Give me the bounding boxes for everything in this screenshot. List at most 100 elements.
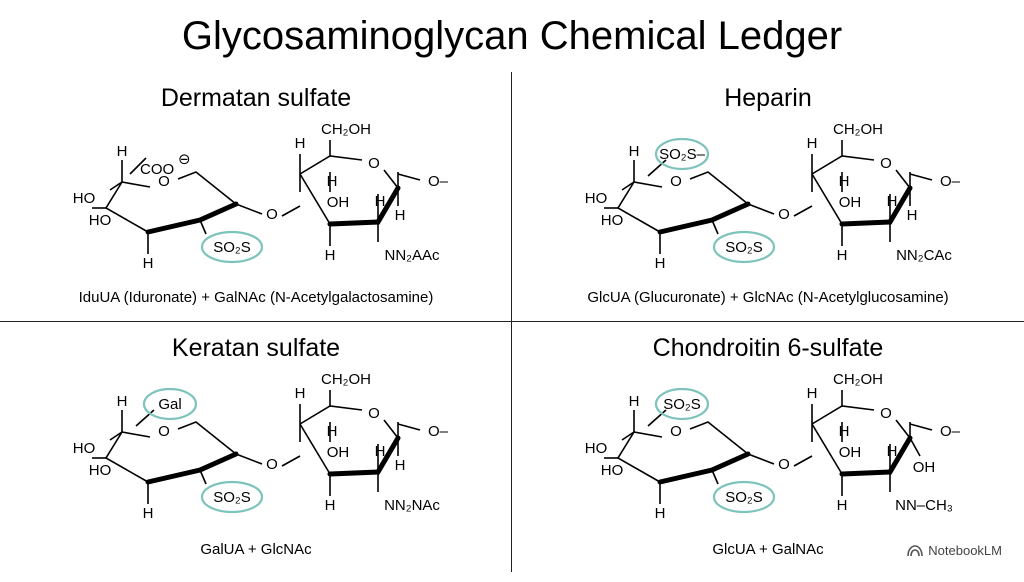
ring1-hydroxyl: HO (585, 440, 608, 457)
ring1-bottom-h: H (655, 255, 666, 272)
hydroxymethyl-label: CH₂OH (833, 371, 883, 388)
hydroxymethyl-label: CH₂OH (321, 371, 371, 388)
glycosidic-bond (747, 453, 775, 465)
highlight-ring (200, 480, 264, 514)
ring2-hydroxyl: OH (839, 444, 862, 461)
ring-oxygen: O (158, 173, 170, 190)
ring1-hydroxyl: HO (585, 190, 608, 207)
panel-title: Chondroitin 6-sulfate (652, 334, 884, 362)
bond (647, 409, 667, 427)
brand-watermark: NotebookLM (907, 543, 1002, 558)
ring1-hydroxyl-lower: HO (89, 212, 112, 229)
bond (129, 157, 147, 175)
ring-oxygen: O (368, 405, 380, 422)
highlight-ring (142, 387, 198, 421)
ring2-hydroxyl: OH (327, 194, 350, 211)
highlight-ring (712, 480, 776, 514)
glycosidic-bond (793, 205, 813, 217)
ring2-h: H (839, 173, 850, 190)
bond (811, 173, 843, 225)
bond (397, 173, 421, 181)
glycosidic-oxygen: O (266, 206, 278, 223)
ring1-sulfate-label: SO₂S (213, 239, 251, 256)
highlight-ring (200, 230, 264, 264)
panel-title: Heparin (724, 84, 812, 112)
bond (633, 431, 663, 438)
glycosidic-bond (747, 203, 775, 215)
highlight-ring (654, 387, 710, 421)
ring2-hydroxyl: OH (327, 444, 350, 461)
bond (299, 155, 363, 175)
ring-oxygen: O (368, 155, 380, 172)
bond (397, 423, 421, 431)
ring2-anomeric-label: O– (940, 173, 961, 190)
highlight-ring (712, 230, 776, 264)
panel-caption: GlcUA (Glucuronate) + GlcNAc (N-Acetylgl… (587, 289, 949, 306)
bond (616, 431, 661, 483)
ring1-bottom-h: H (143, 505, 154, 522)
bond-front (657, 451, 751, 485)
ring2-h: H (807, 385, 818, 402)
ring1-top-h: H (117, 393, 128, 410)
ring-oxygen: O (670, 423, 682, 440)
notebooklm-logo-icon (907, 544, 924, 556)
brand-label: NotebookLM (928, 543, 1002, 558)
panel-title: Dermatan sulfate (160, 84, 352, 112)
ring2-h: H (837, 497, 848, 514)
bond (121, 431, 151, 438)
ring2-h: H (295, 135, 306, 152)
highlight-ring (654, 137, 710, 171)
ring2-h: H (887, 193, 898, 210)
ring-oxygen: O (158, 423, 170, 440)
ring1-sulfate-label: SO₂S (725, 489, 763, 506)
bond (909, 173, 933, 181)
ring1-top-substituent: SO₂S (663, 396, 701, 413)
ring2-h: H (839, 423, 850, 440)
ring1-hydroxyl-lower: HO (601, 462, 624, 479)
ring2-h: H (395, 457, 406, 474)
bond-front (145, 201, 239, 235)
glycosidic-bond (235, 203, 263, 215)
ring2-amide-label: NN₂AAc (385, 247, 440, 264)
page-title: Glycosaminoglycan Chemical Ledger (181, 14, 843, 58)
panel-title: Keratan sulfate (171, 334, 341, 362)
glycosidic-oxygen: O (266, 456, 278, 473)
bond (177, 421, 237, 455)
glycosidic-oxygen: O (778, 206, 790, 223)
bond (711, 469, 719, 485)
bond (811, 155, 875, 175)
bond (109, 431, 123, 441)
bond (616, 181, 661, 233)
bond (104, 431, 149, 483)
ring2-h: H (375, 193, 386, 210)
ring1-hydroxyl-lower: HO (601, 212, 624, 229)
ring2-amide-label: NN₂NAc (384, 497, 440, 514)
bond (647, 159, 667, 177)
ring2-anomeric-label: O– (940, 423, 961, 440)
charge-label: ⊖ (178, 151, 191, 168)
glycosidic-bond (281, 455, 301, 467)
ring2-h: H (887, 443, 898, 460)
ring1-sulfate-label: SO₂S (213, 489, 251, 506)
bond (177, 171, 237, 205)
ring1-top-h: H (629, 393, 640, 410)
bond (299, 405, 363, 425)
hydroxymethyl-label: CH₂OH (321, 121, 371, 138)
ring2-anomeric-label: O– (428, 173, 449, 190)
ring2-h: H (907, 207, 918, 224)
ring1-sulfate-label: SO₂S (725, 239, 763, 256)
ring1-hydroxyl: HO (73, 190, 96, 207)
bond (109, 181, 123, 191)
ring2-amide-label: NN₂CAc (896, 247, 952, 264)
